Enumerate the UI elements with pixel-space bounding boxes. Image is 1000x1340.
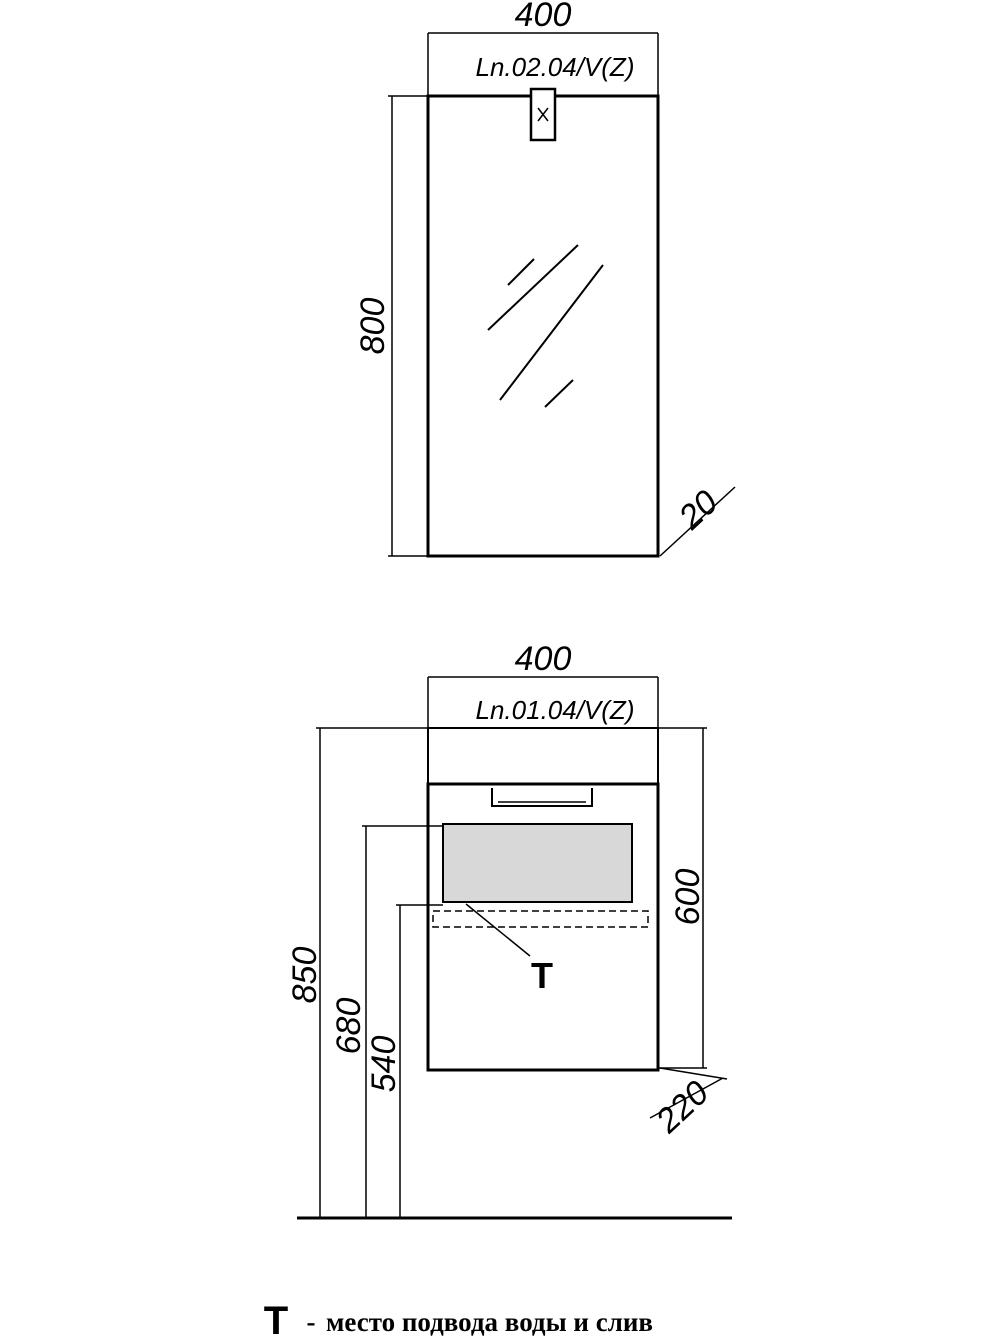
cabinet-width-label: 400 [515,640,572,678]
mirror-depth-label: 20 [671,483,725,537]
legend-symbol: T [264,1299,288,1340]
cabinet-600-label: 600 [669,869,707,926]
mirror-reflection-1 [507,258,535,286]
water-supply-zone [442,823,633,903]
cabinet-drawing [297,676,732,1220]
mirror-reflection-3 [499,264,604,401]
t-marker: T [531,955,553,996]
cabinet-depth-dim-diag [649,1077,724,1119]
cabinet-680-label: 680 [330,998,368,1055]
mirror-drawing [388,32,736,558]
mirror-lamp-glyph-b [537,107,549,122]
t-leader-line [465,903,531,957]
mirror-height-label: 800 [354,298,392,355]
mirror-width-label: 400 [515,0,572,34]
washbasin-top [427,727,659,785]
siphon-outline [432,910,649,928]
cabinet-540-label: 540 [365,1036,403,1093]
legend: T - место подвода воды и слив [264,1299,653,1340]
cabinet-handle [491,788,593,807]
cabinet-depth-dim-line [659,1067,728,1080]
mirror-depth-dim-line [659,486,736,557]
cabinet-model-label: Ln.01.04/V(Z) [476,695,635,725]
mirror-reflection-4 [544,379,574,408]
cabinet-depth-label: 220 [648,1074,716,1141]
cabinet-body [426,782,660,1072]
legend-description: место подвода воды и слив [326,1307,653,1337]
legend-dash: - [307,1307,316,1337]
mirror-reflection-2 [487,244,579,331]
mirror-frame [426,94,660,558]
mirror-model-label: Ln.02.04/V(Z) [476,52,635,82]
cabinet-total-height-label: 850 [286,947,324,1004]
